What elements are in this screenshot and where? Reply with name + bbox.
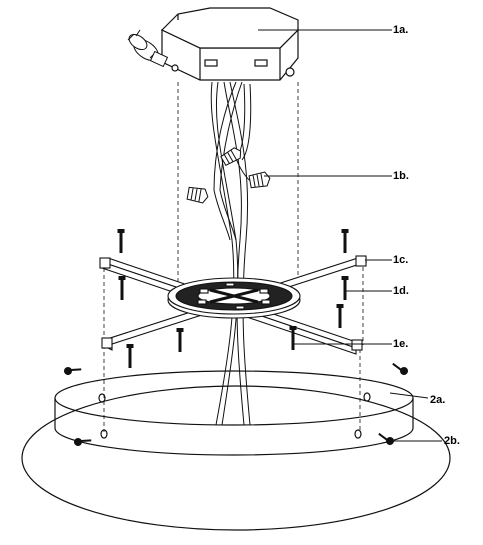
callout-1d: 1d. xyxy=(393,285,409,297)
canopy-ring xyxy=(54,370,414,456)
ring-alignment-lines xyxy=(103,260,364,432)
callout-1b: 1b. xyxy=(393,170,409,182)
callout-2b: 2b. xyxy=(444,435,460,447)
callout-leaders xyxy=(258,29,442,442)
cable-connector xyxy=(127,29,169,68)
box-alignment-lines xyxy=(177,82,299,282)
fixture-base-disc xyxy=(21,385,451,531)
callout-1a: 1a. xyxy=(393,24,409,36)
fixture-wires xyxy=(210,81,253,426)
ring-screws xyxy=(64,362,408,446)
octagonal-junction-box xyxy=(160,7,299,81)
wire-nut-connectors xyxy=(186,147,271,204)
center-mounting-plate xyxy=(167,277,301,319)
callout-2a: 2a. xyxy=(430,394,446,406)
callout-1e: 1e. xyxy=(393,338,409,350)
callout-1c: 1c. xyxy=(393,254,409,266)
